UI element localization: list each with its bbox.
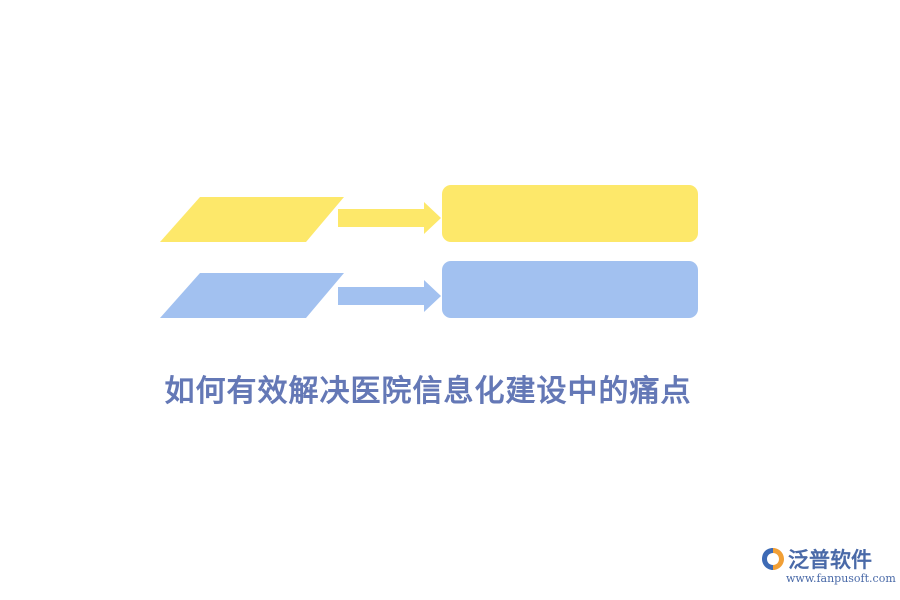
row1-arrow	[338, 202, 441, 234]
brand-url: www.fanpusoft.com	[786, 572, 896, 585]
row2-parallelogram	[160, 273, 344, 318]
diagram-title: 如何有效解决医院信息化建设中的痛点	[164, 374, 692, 409]
fanpu-logo-icon	[762, 548, 784, 570]
row2-box	[442, 261, 698, 318]
row1-box	[442, 185, 698, 242]
row2-arrow	[338, 280, 441, 312]
row1-parallelogram	[160, 197, 344, 242]
brand-name: 泛普软件	[788, 548, 872, 572]
brand-watermark: 泛普软件 www.fanpusoft.com	[760, 544, 896, 590]
